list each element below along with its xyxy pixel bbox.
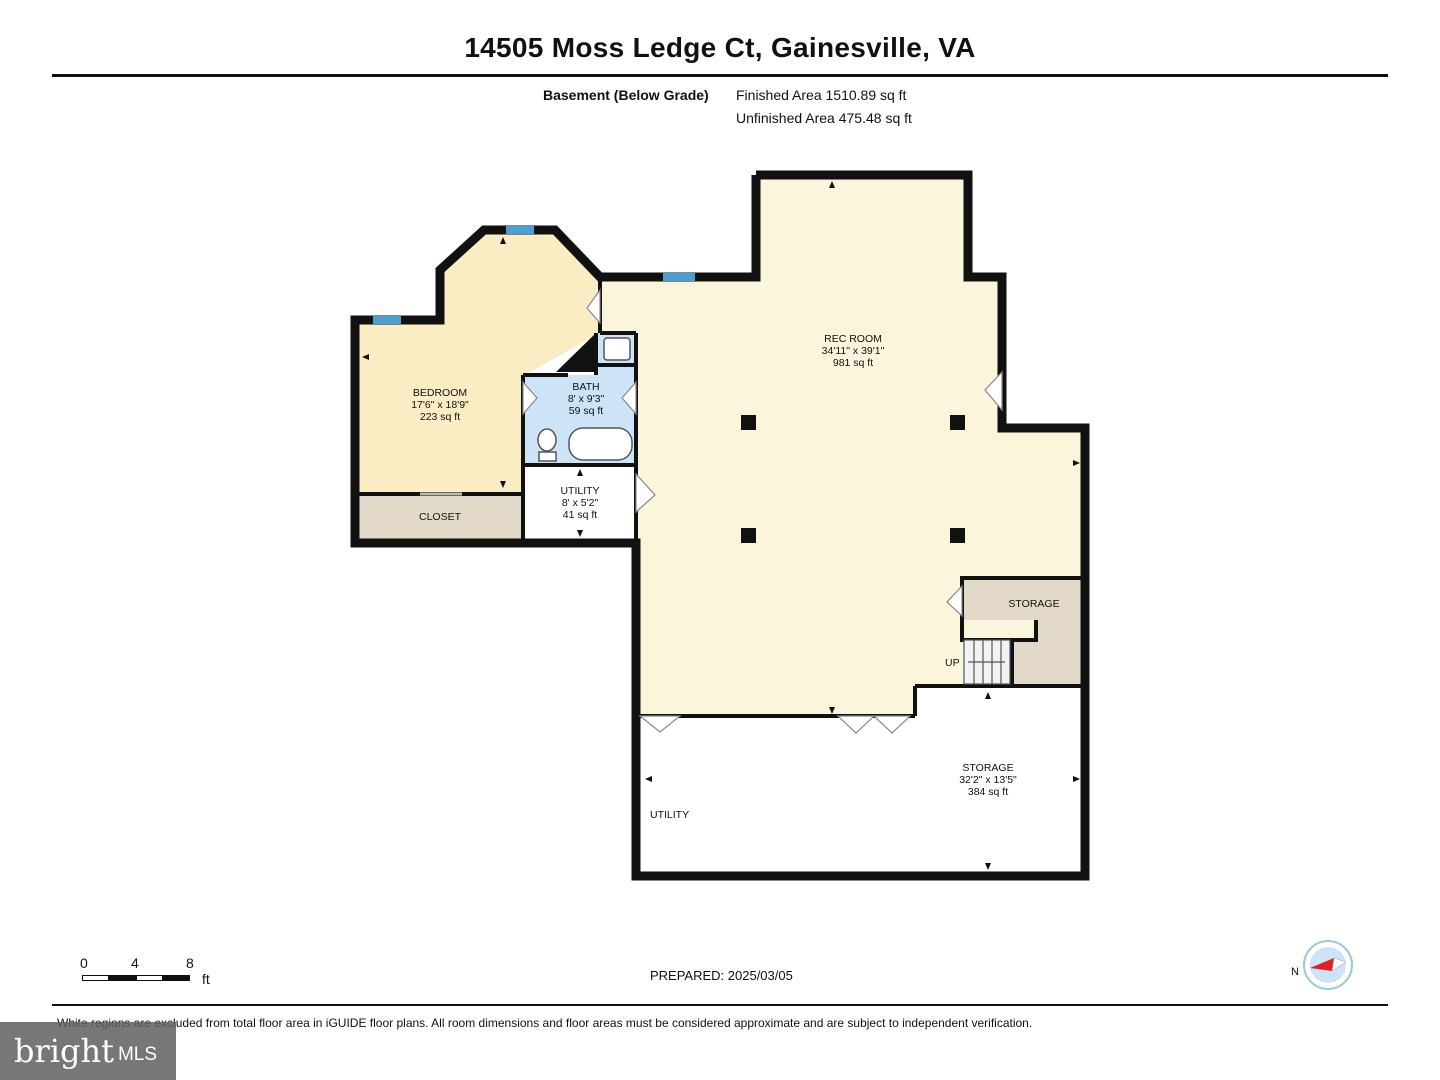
rec-room-area-text: 981 sq ft [833,357,873,369]
scale-tick-8: 8 [186,955,194,971]
stairs [963,639,1011,685]
closet-name: CLOSET [419,511,462,523]
bedroom-area [355,230,600,494]
storage-small-area [962,578,1085,688]
stairs-label: UP [945,657,960,669]
prepared-date: PREPARED: 2025/03/05 [650,968,793,983]
storage-small-name: STORAGE [1008,598,1059,610]
bedroom-area-text: 223 sq ft [420,411,460,423]
windows [373,226,695,324]
disclaimer: White regions are excluded from total fl… [57,1016,1033,1030]
storage-large-area [636,716,1085,876]
bath-area-text: 59 sq ft [569,405,604,417]
bright-mls-logo: bright MLS [0,1022,176,1080]
utility-small-dims: 8' x 5'2" [562,497,599,509]
storage-large-name: STORAGE [962,762,1013,774]
floor-label: Basement (Below Grade) [543,87,709,103]
utility-large-name: UTILITY [650,809,689,821]
bath-dims: 8' x 9'3" [568,393,605,405]
utility-small-name: UTILITY [560,485,599,497]
rec-room-name: REC ROOM [824,333,882,345]
bedroom-name: BEDROOM [413,387,467,399]
logo-suffix: MLS [117,1044,158,1065]
doors [420,288,1003,734]
storage-large-upper [915,688,1085,718]
bedroom-dims: 17'6" x 18'9" [411,399,469,411]
walls [350,170,1090,881]
storage-large-area-text: 384 sq ft [968,786,1008,798]
finished-area: Finished Area 1510.89 sq ft [736,87,907,103]
rec-room-area [600,175,1085,716]
logo-word: bright [14,1032,114,1070]
scale-segment [109,975,136,981]
columns [741,415,965,543]
bath-name: BATH [572,381,599,393]
utility-small-area [525,465,636,541]
measurement-arrows [362,181,1080,870]
bath-fixtures [537,337,633,462]
compass-label: N [1291,966,1299,978]
scale-tick-0: 0 [80,955,88,971]
header-rule [52,74,1388,77]
rec-room-dims: 34'11" x 39'1" [822,345,885,357]
scale-segment [82,975,109,981]
footer-rule [52,1004,1388,1006]
scale-bar: 0 4 8 ft [80,955,220,995]
bath-corner-wall [556,333,596,372]
closet-area [355,494,525,541]
compass-icon: N [1291,940,1353,990]
unfinished-area: Unfinished Area 475.48 sq ft [736,110,912,126]
scale-unit: ft [202,971,210,987]
utility-small-area-text: 41 sq ft [563,509,598,521]
scale-segment [163,975,190,981]
scale-tick-4: 4 [131,955,139,971]
storage-large-dims: 32'2" x 13'5" [959,774,1017,786]
scale-segment [136,975,163,981]
floor-plan: UP REC ROOM 34'11" x 39'1" 981 sq ft BED… [350,170,1090,881]
property-address-title: 14505 Moss Ledge Ct, Gainesville, VA [464,32,976,63]
